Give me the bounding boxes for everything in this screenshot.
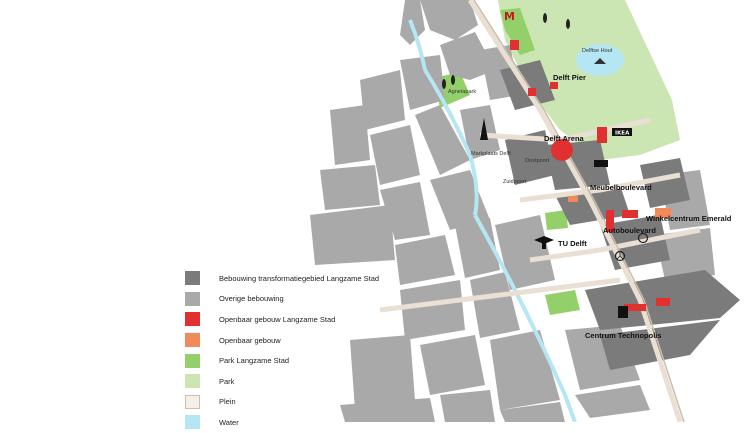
roads: [379, 0, 701, 422]
label-delft-arena: Delft Arena: [544, 134, 585, 143]
public-buildings-langzame-stad: [510, 40, 670, 311]
label-delft-pier: Delft Pier: [553, 73, 586, 82]
label-autoboulevard: Autoboulevard: [603, 226, 656, 235]
legend-swatch: [185, 415, 200, 430]
legend-swatch: [185, 353, 200, 368]
legend-swatch: [185, 374, 200, 389]
legend-item: Openbaar gebouw Langzame Stad: [185, 309, 385, 330]
legend-label: Overige bebouwing: [219, 294, 284, 304]
park-langzame-stad-north: [500, 8, 535, 55]
ikea-icon: IKEA: [612, 128, 632, 137]
public-buildings: [568, 196, 671, 218]
label-meubelboulevard: Meubelboulevard: [590, 183, 652, 192]
label-centrum-technopolis: Centrum Technopolis: [585, 331, 662, 340]
media-markt-icon: [594, 160, 608, 167]
legend-item: Openbaar gebouw: [185, 330, 385, 351]
park-delftse-hout: [498, 0, 680, 160]
legend-swatch: [185, 312, 200, 327]
legend-swatch: [185, 271, 200, 286]
graduation-cap-icon: [534, 236, 554, 249]
legend-item: Park Langzame Stad: [185, 350, 385, 371]
railway: [473, 0, 685, 422]
legend-item: Park: [185, 371, 385, 392]
map-legend: Bebouwing transformatiegebied Langzame S…: [185, 268, 385, 433]
buildings-other: [310, 0, 715, 422]
label-delftse-hout: Delftse Hout: [582, 48, 613, 54]
legend-swatch: [185, 394, 200, 409]
legend-item: Plein: [185, 392, 385, 413]
mcdonalds-icon: M: [504, 10, 515, 23]
park-langzame-stad-tu: [545, 210, 568, 230]
label-oostpoort: Oostpoort: [525, 158, 550, 164]
park-langzame-stad-south: [545, 290, 580, 315]
label-winkelcentrum-emerald: Winkelcentrum Emerald: [646, 214, 732, 223]
volkswagen-icon: [637, 232, 649, 244]
legend-label: Water: [219, 417, 239, 427]
legend-label: Park: [219, 376, 235, 386]
legend-label: Plein: [219, 397, 236, 407]
legend-label: Openbaar gebouw: [219, 335, 281, 345]
city-map: M IKEA Delftse Hout Delft Pier Agnetapar…: [310, 0, 740, 422]
legend-label: Park Langzame Stad: [219, 356, 290, 366]
svg-text:M: M: [504, 10, 515, 23]
canals: [408, 19, 577, 422]
legend-item: Bebouwing transformatiegebied Langzame S…: [185, 268, 385, 289]
label-agnetapark: Agnetapark: [448, 89, 476, 95]
legend-item: Water: [185, 412, 385, 433]
label-zuidpoort: Zuidpoort: [503, 179, 527, 185]
mercedes-icon: [614, 250, 626, 262]
legend-label: Bebouwing transformatiegebied Langzame S…: [219, 273, 380, 283]
legend-item: Overige bebouwing: [185, 289, 385, 310]
legend-swatch: [185, 291, 200, 306]
church-tower-icon: [480, 118, 488, 140]
sailboat-icon: [594, 58, 606, 64]
label-markplaats-delft: Markplaats Delft: [471, 151, 511, 157]
industrial-icon: [618, 306, 628, 318]
legend-swatch: [185, 333, 200, 348]
legend-label: Openbaar gebouw Langzame Stad: [219, 314, 336, 324]
tree-icon: [442, 13, 570, 89]
label-tu-delft: TU Delft: [558, 239, 587, 248]
svg-text:IKEA: IKEA: [615, 131, 630, 137]
